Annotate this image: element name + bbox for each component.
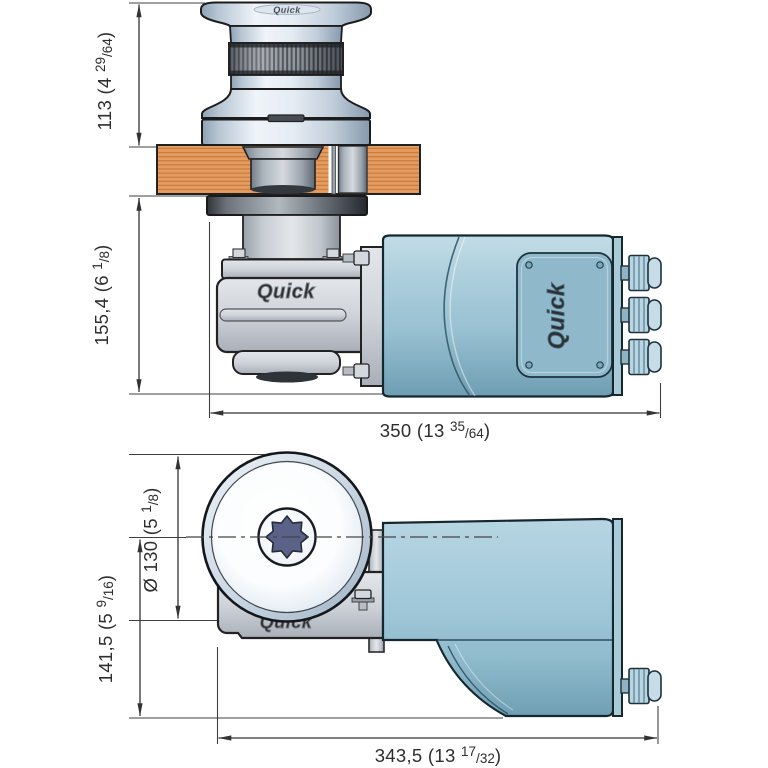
dim-130-label: Ø 130 (5 1/8) (139, 487, 161, 592)
dim-141-label: 141,5 (5 9/16) (94, 575, 116, 684)
deck-tube-housing (337, 145, 368, 194)
bolt-head (354, 589, 372, 600)
chain-pipe-rod (331, 144, 336, 195)
dim-155-label: 155,4 (6 1/8) (90, 245, 112, 346)
cable-gland-2 (620, 296, 662, 334)
bolt-head (353, 250, 370, 266)
dimension-113-height-above-deck: 113 (4 29/64) (93, 2, 205, 148)
bolt-thread (358, 601, 368, 611)
below-deck-assembly: Quick (206, 146, 384, 387)
gland-dome-cap (647, 257, 662, 289)
dimension-155-height-below-deck: 155,4 (6 1/8) (90, 195, 383, 395)
side-elevation-view: Quick (156, 1, 662, 398)
brand-logo-motor-panel: Quick (543, 282, 569, 349)
dim-113-label: 113 (4 29/64) (93, 32, 115, 131)
shaft-collar (241, 146, 325, 160)
drive-shaft (250, 158, 316, 190)
cable-gland-1 (620, 254, 662, 292)
motor-plan (381, 517, 662, 718)
base-hub (267, 114, 305, 123)
panel-inner-line (520, 256, 609, 374)
knurl-band (228, 42, 344, 76)
gland-dome-cap (647, 299, 662, 331)
capstan-drum: Quick (200, 1, 372, 146)
dimension-350-overall-width: 350 (13 35/64) (208, 222, 662, 441)
knurl-shading (229, 43, 343, 75)
gearbox-bottom-cap (232, 350, 341, 375)
mount-bolt-bottom (342, 363, 370, 379)
nut-right (326, 248, 340, 259)
panel-screw (596, 361, 604, 369)
plan-view: Quick (186, 451, 662, 718)
dimension-141-axis-to-bottom: 141,5 (5 9/16) (94, 536, 503, 719)
cap-logo-plate (253, 4, 321, 15)
dimension-343-overall-length: 343,5 (13 17/32) (216, 647, 659, 766)
motor-plan-contour (447, 645, 509, 715)
cable-gland-plan (620, 667, 662, 705)
gland-dome-cap (647, 670, 662, 702)
panel-screw (525, 261, 533, 269)
bolt-thread (342, 253, 356, 263)
motor-bell-highlight (449, 236, 476, 397)
motor-plan-end-strip (612, 518, 623, 717)
gland-dome-cap (647, 341, 662, 373)
mount-bolt-top (342, 250, 370, 266)
bolt-head (353, 363, 370, 379)
brand-logo-cap: Quick (273, 5, 301, 15)
capstan-flare (201, 88, 371, 119)
nut-left (232, 248, 246, 259)
panel-screw (525, 361, 533, 369)
dim-343-label: 343,5 (13 17/32) (375, 744, 502, 766)
gearbox-plan-bolt (351, 589, 375, 611)
bottom-cap-shadow (256, 371, 318, 383)
panel-screw (596, 261, 604, 269)
gearbox: Quick (215, 248, 374, 383)
dimension-130-drum-diameter: Ø 130 (5 1/8) (129, 453, 288, 622)
dim-350-label: 350 (13 35/64) (380, 419, 491, 441)
cable-gland-3 (620, 338, 662, 376)
motor-plan-highlight (454, 643, 514, 711)
brand-logo-gearbox: Quick (257, 281, 315, 303)
motor-plan-body (381, 517, 615, 718)
capstan-neck (229, 25, 343, 44)
gearbox-top-plate (221, 258, 364, 280)
shaft-shadow (251, 185, 315, 194)
motor: Quick (381, 234, 662, 398)
capstan-base-drum (201, 118, 371, 146)
bolt-thread (342, 366, 356, 376)
capstan-lower-neck (230, 74, 342, 90)
deck-mounting-flange (206, 195, 368, 216)
knurl-bottom-edge (229, 70, 343, 75)
knurl-top-edge (229, 43, 343, 48)
motor-bell-contour (443, 236, 471, 397)
shaft-housing (242, 214, 341, 260)
gearbox-rib (219, 308, 347, 322)
